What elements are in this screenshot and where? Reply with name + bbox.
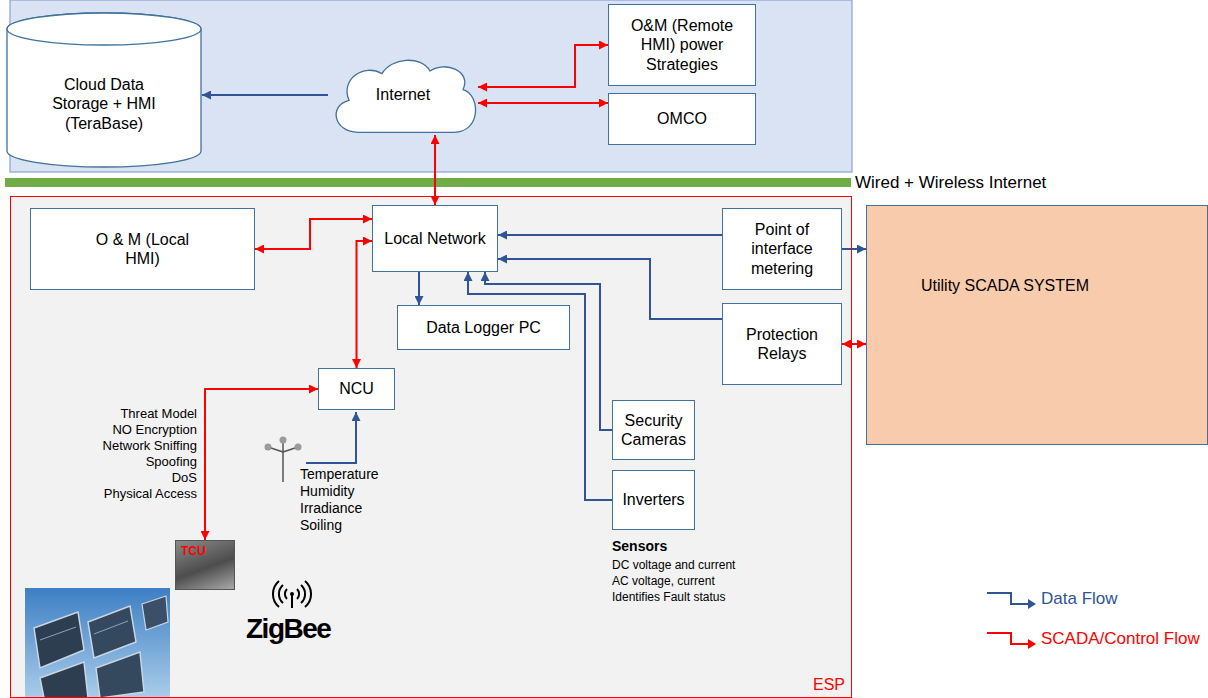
threat-item: Physical Access	[40, 486, 197, 502]
node-text: Cloud Data Storage + HMI (TeraBase)	[44, 75, 164, 133]
sensor-note: DC voltage and current	[612, 558, 735, 572]
data-flow-line	[498, 234, 722, 236]
sensor-item: Humidity	[300, 483, 354, 500]
legend-line	[987, 633, 1029, 644]
node-text: O&M (Remote HMI) power Strategies	[615, 16, 749, 74]
control-flow-line	[842, 343, 866, 345]
heliostat-photo	[25, 588, 170, 698]
external-system-box: Utility SCADA SYSTEM	[866, 205, 1208, 445]
node-text: Data Logger PC	[426, 318, 541, 337]
legend-entry: Data Flow	[985, 588, 1118, 610]
control-flow-line	[357, 241, 373, 368]
sensor-note: Identifies Fault status	[612, 590, 725, 604]
control-flow-line	[255, 219, 372, 249]
anemometer-icon	[265, 437, 302, 483]
legend-arrowhead	[1028, 599, 1036, 609]
cloud-body	[336, 60, 475, 132]
controller-box: NCU	[318, 368, 395, 410]
node-text: Local Network	[384, 229, 485, 248]
node-text: O & M (Local HMI)	[88, 230, 198, 268]
process-box: Protection Relays	[722, 303, 842, 385]
process-box: O & M (Local HMI)	[30, 208, 255, 290]
network-box: Local Network	[372, 205, 498, 272]
node-text: Point of interface metering	[729, 220, 835, 278]
node-text: Inverters	[622, 490, 684, 509]
control-flow-line	[478, 102, 608, 104]
data-flow-line	[842, 248, 866, 250]
network-bus-bar	[5, 178, 851, 187]
node-text: Internet	[376, 85, 430, 104]
sensor-item: Temperature	[300, 466, 379, 483]
internet-cloud: Internet	[328, 55, 478, 135]
legend-text: SCADA/Control Flow	[1041, 629, 1200, 649]
legend-entry: SCADA/Control Flow	[985, 628, 1200, 650]
process-box: Inverters	[612, 470, 695, 530]
threat-item: Threat Model	[40, 406, 197, 422]
zigbee-logo-text: ZigBee	[246, 612, 330, 646]
wireless-symbol	[273, 581, 311, 608]
node-text: Security Cameras	[619, 411, 688, 449]
threat-item: Spoofing	[40, 454, 197, 470]
legend-arrowhead	[1028, 639, 1036, 649]
node-text: OMCO	[657, 109, 707, 128]
legend-line-sample	[985, 588, 1037, 610]
node-text: ESP	[813, 675, 845, 694]
section-heading: Sensors	[612, 538, 667, 555]
node-text: NCU	[339, 379, 374, 398]
data-flow-line	[418, 272, 420, 305]
process-box: Data Logger PC	[397, 305, 570, 350]
data-flow-line	[485, 272, 612, 430]
process-box: Security Cameras	[612, 400, 695, 460]
cylinder-top	[7, 13, 201, 45]
storage-cylinder: Cloud Data Storage + HMI (TeraBase)	[6, 12, 202, 168]
process-box: OMCO	[608, 93, 756, 145]
threat-item: DoS	[40, 470, 197, 486]
cylinder-body	[7, 13, 201, 167]
process-box: O&M (Remote HMI) power Strategies	[608, 4, 756, 86]
sensor-note: AC voltage, current	[612, 574, 715, 588]
data-flow-line	[202, 94, 328, 96]
node-text: TCU	[181, 544, 206, 558]
control-flow-line	[434, 135, 436, 205]
sensor-item: Soiling	[300, 517, 342, 534]
node-text: Utility SCADA SYSTEM	[921, 276, 1089, 295]
process-box: Point of interface metering	[722, 208, 842, 290]
control-flow-line	[478, 45, 608, 87]
esp-ground	[10, 196, 852, 698]
threat-item: NO Encryption	[40, 422, 197, 438]
threat-item: Network Sniffing	[40, 438, 197, 454]
sensor-item: Irradiance	[300, 500, 362, 517]
legend-text: Data Flow	[1041, 589, 1118, 609]
sensor-leader-line	[306, 412, 356, 463]
tcu-photo: TCU	[175, 540, 235, 590]
legend-line-sample	[985, 628, 1037, 650]
legend-line	[987, 593, 1029, 604]
bus-label: Wired + Wireless Internet	[855, 173, 1046, 193]
node-text: Protection Relays	[729, 325, 835, 363]
